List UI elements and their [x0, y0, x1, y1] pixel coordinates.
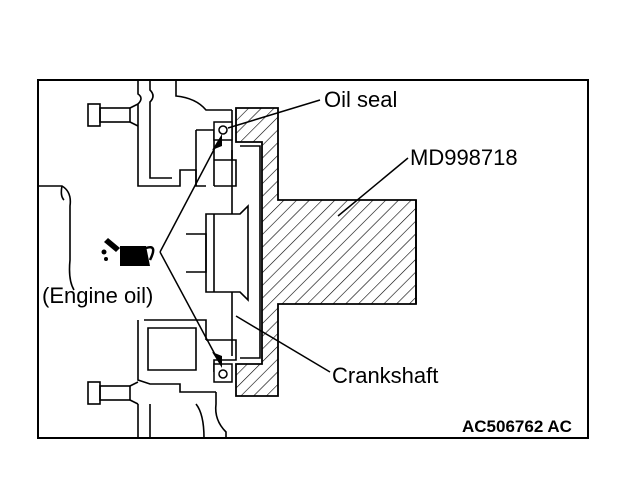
figure-frame [37, 79, 589, 439]
figure-id: AC506762 AC [462, 417, 572, 436]
label-tool: MD998718 [410, 145, 518, 170]
oil-arrow-lower [212, 352, 222, 368]
leader-crankshaft [235, 315, 331, 373]
lower-bolt [87, 381, 139, 405]
label-crankshaft: Crankshaft [332, 363, 439, 388]
leader-oil-seal [227, 99, 321, 129]
engine-housing [38, 80, 237, 439]
oil-can-icon [101, 238, 155, 266]
oil-seal-shapes [213, 121, 233, 383]
special-tool [235, 107, 417, 397]
upper-bolt [87, 103, 139, 127]
leader-tool [337, 157, 409, 217]
crankshaft-end [186, 145, 261, 359]
oil-arrow-upper [212, 134, 222, 150]
oil-application-lines [159, 141, 219, 361]
leader-lines [227, 99, 409, 373]
label-engine-oil: (Engine oil) [42, 283, 154, 308]
label-oil-seal: Oil seal [324, 87, 398, 112]
